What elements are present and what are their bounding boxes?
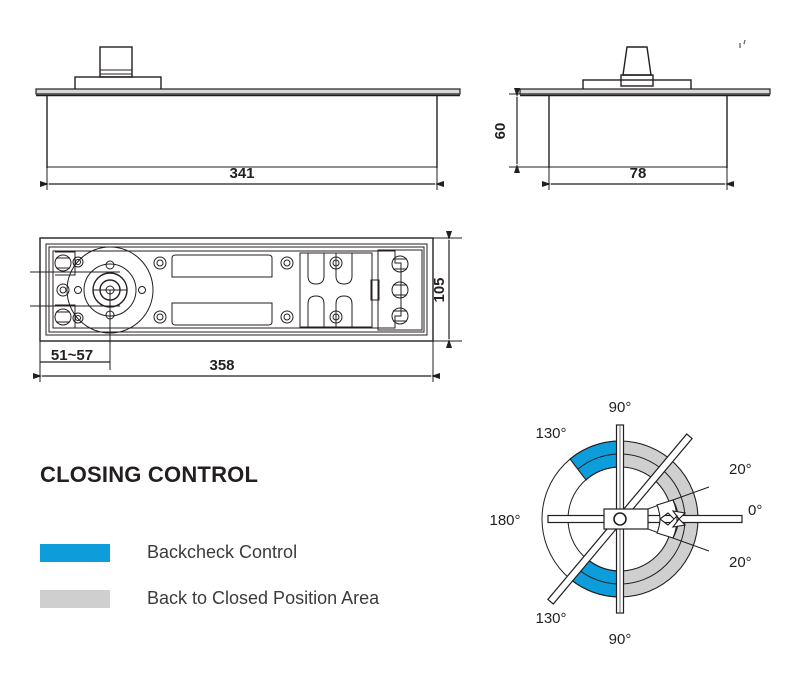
spindle-assembly-front — [74, 46, 162, 91]
plan-cylinder-chamber — [299, 252, 373, 328]
body-side — [548, 96, 728, 168]
dimension-105: 105 — [431, 231, 462, 348]
side-elevation-view: 60 78 — [492, 39, 771, 190]
angle-label-bottom-90: 90° — [609, 631, 632, 648]
body-front — [46, 96, 438, 168]
legend-swatch-back-to-closed — [40, 589, 110, 608]
dimension-105-label: 105 — [431, 277, 448, 302]
spindle-assembly-side — [582, 46, 692, 91]
dimension-78-label: 78 — [630, 165, 647, 182]
legend-item-back-to-closed: Back to Closed Position Area — [40, 588, 379, 609]
dimension-78: 78 — [542, 165, 734, 190]
plan-leader-lines — [30, 271, 120, 370]
angle-label-bottom-130: 130° — [535, 610, 566, 627]
plan-body-plate — [52, 250, 402, 329]
legend-swatch-backcheck — [40, 543, 110, 562]
dimension-341: 341 — [40, 165, 444, 190]
dimension-51-57-label: 51~57 — [51, 347, 93, 364]
legend-item-backcheck: Backcheck Control — [40, 542, 297, 563]
dimension-60: 60 — [492, 88, 552, 173]
plan-outer-case — [39, 237, 434, 342]
cover-plate-front — [35, 88, 461, 97]
dimension-358: 358 — [33, 341, 440, 382]
plan-bolt-holes — [153, 256, 343, 324]
angle-label-top-90: 90° — [609, 399, 632, 416]
legend-label-backcheck: Backcheck Control — [147, 542, 298, 562]
closing-control-heading: CLOSING CONTROL — [40, 462, 259, 487]
dimension-51-57: 51~57 — [39, 341, 110, 372]
angle-label-upper-20: 20° — [729, 461, 752, 478]
plan-adjustment-valves — [370, 249, 423, 331]
dimension-341-label: 341 — [229, 165, 254, 182]
angle-label-lower-20: 20° — [729, 554, 752, 571]
artifact-tick — [739, 39, 746, 48]
front-elevation-view: 341 — [35, 46, 461, 190]
plan-cavity-upper — [171, 254, 273, 326]
left-mounting-screws — [54, 251, 84, 329]
cover-plate-side — [519, 88, 771, 97]
pivot-hub — [603, 508, 649, 530]
angle-label-right-0: 0° — [748, 502, 762, 519]
angle-label-left-180: 180° — [489, 512, 520, 529]
dimension-60-label: 60 — [492, 123, 509, 140]
axis-130 — [547, 433, 693, 605]
legend-label-back-to-closed: Back to Closed Position Area — [147, 588, 380, 608]
angle-diagram: 90° 90° 130° 130° 180° 0° 20° 20° — [489, 399, 762, 648]
dimension-358-label: 358 — [209, 357, 234, 374]
plan-view: 51~57 358 105 — [30, 231, 462, 382]
angle-label-top-130: 130° — [535, 425, 566, 442]
